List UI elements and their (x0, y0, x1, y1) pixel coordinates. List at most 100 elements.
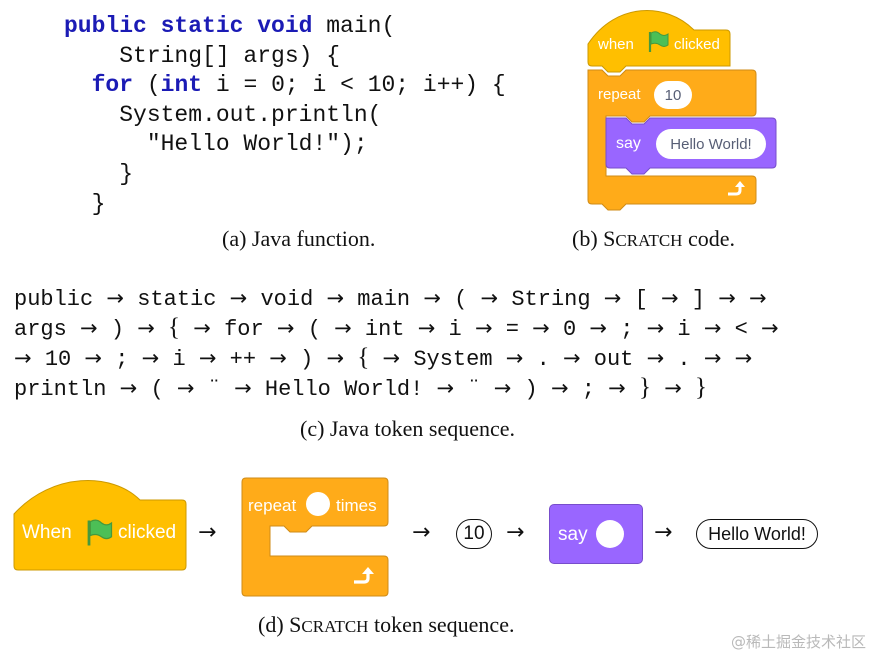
java-token: } (695, 374, 707, 401)
repeat-label: repeat (598, 86, 641, 103)
java-token: ( (150, 377, 164, 402)
token-arrow: → (276, 316, 295, 340)
java-token: void (260, 287, 314, 312)
java-keyword: int (160, 72, 203, 99)
caption-scratch-code: (b) SCRATCH code. (572, 226, 735, 251)
java-token-sequence: public → static → void → main → ( → Stri… (14, 283, 779, 403)
token-repeat-shape (241, 477, 389, 597)
caption-scratch-tokens: (d) SCRATCH token sequence. (258, 612, 515, 637)
token-arrow: → (193, 316, 211, 340)
java-token-line: args → ) → { → for → ( → int → i → = → 0… (14, 313, 779, 343)
java-token: ¨ (207, 377, 221, 402)
token-arrow: → (382, 346, 401, 370)
token-arrow: → (80, 316, 98, 340)
token-arrow: → (532, 316, 550, 340)
token-arrow: → (84, 346, 103, 370)
java-code-line: for (int i = 0; i < 10; i++) { (64, 71, 506, 101)
token-arrow: → (493, 376, 512, 400)
token-arrow: → (646, 316, 665, 340)
token-arrow: → (660, 286, 679, 310)
token-arrow: → (436, 376, 455, 400)
token-arrow: → (137, 316, 155, 340)
java-token: . (536, 347, 550, 372)
token-repeat-label: repeat (248, 496, 297, 515)
green-flag-icon (648, 31, 669, 52)
say-text-input[interactable]: Hello World! (656, 129, 766, 159)
java-token: ( (307, 317, 321, 342)
java-token: println (14, 377, 107, 402)
token-arrow: → (229, 286, 248, 310)
token-arrow: → (119, 376, 138, 400)
java-code-text: System.out.println( (64, 101, 382, 128)
token-arrow: → (334, 316, 352, 340)
java-token: ; (581, 377, 595, 402)
java-code-text: i = 0; i < 10; i++) { (202, 72, 506, 99)
java-token: ¨ (467, 377, 481, 402)
java-token: 0 (562, 317, 577, 342)
token-arrow: → (474, 316, 493, 340)
java-token: { (357, 344, 370, 371)
token-arrow: → (326, 346, 345, 370)
java-code-text: "Hello World!"); (64, 131, 368, 158)
token-arrow: → (562, 346, 581, 370)
java-token: ( (454, 287, 468, 312)
token-arrow: → (269, 346, 287, 370)
token-say-label: say (558, 524, 588, 545)
token-green-flag-icon (87, 519, 113, 546)
token-arrow: → (550, 376, 569, 400)
java-code-line: public static void main( (64, 12, 506, 42)
java-token: i (448, 317, 462, 342)
java-token: args (14, 317, 67, 342)
token-arrow: → (14, 346, 32, 370)
token-arrow: → (176, 376, 195, 400)
java-token: out (593, 347, 634, 372)
java-token: static (137, 287, 217, 312)
java-code-block: public static void main( String[] args) … (64, 12, 506, 219)
token-arrow: → (234, 376, 252, 400)
token-arrow: → (718, 286, 736, 310)
java-keyword: for (91, 72, 134, 99)
token-arrow: → (198, 346, 217, 370)
java-token: = (505, 317, 519, 342)
scratch-seq-arrow-2: → (412, 520, 431, 545)
token-loop-arrow-icon (354, 567, 374, 584)
token-arrow: → (703, 346, 722, 370)
java-code-line: } (64, 190, 506, 220)
java-token: 10 (44, 347, 72, 372)
token-when-label: When (22, 522, 72, 543)
java-token: . (677, 347, 691, 372)
loop-arrow-icon (728, 181, 745, 196)
token-string-hello-world: Hello World! (696, 519, 818, 549)
java-token: i (172, 347, 186, 372)
repeat-block-shape (587, 69, 757, 211)
java-token: public (14, 287, 94, 312)
java-code-text: String[] args) { (64, 42, 341, 69)
java-code-line: "Hello World!"); (64, 130, 506, 160)
repeat-count-input[interactable]: 10 (654, 81, 692, 109)
token-clicked-label: clicked (118, 522, 177, 543)
java-token: { (168, 314, 181, 341)
token-arrow: → (505, 346, 524, 370)
java-token: String (511, 287, 591, 312)
token-times-label: times (336, 496, 377, 515)
scratch-seq-arrow-4: → (654, 520, 673, 545)
java-token: ) (524, 377, 538, 402)
token-say-block: say (549, 504, 643, 564)
java-token: < (734, 317, 748, 342)
java-token: } (638, 374, 651, 401)
java-token: ) (110, 317, 125, 342)
java-code-line: } (64, 160, 506, 190)
scratch-code-block: when clicked repeat 10 say Hello World! (586, 4, 786, 214)
token-arrow: → (141, 346, 160, 370)
token-arrow: → (423, 286, 441, 310)
watermark-text: @稀土掘金技术社区 (730, 633, 866, 651)
java-token-line: → 10 → ; → i → ++ → ) → { → System → . →… (14, 343, 779, 373)
token-arrow: → (749, 286, 767, 310)
hat-clicked-label: clicked (674, 36, 720, 53)
java-token-line: public → static → void → main → ( → Stri… (14, 283, 779, 313)
token-arrow: → (417, 316, 436, 340)
token-repeat-slot (306, 492, 330, 516)
token-arrow: → (480, 286, 499, 310)
java-token-line: println → ( → ¨ → Hello World! → ¨ → ) →… (14, 373, 779, 403)
java-token: Hello World! (264, 377, 424, 402)
